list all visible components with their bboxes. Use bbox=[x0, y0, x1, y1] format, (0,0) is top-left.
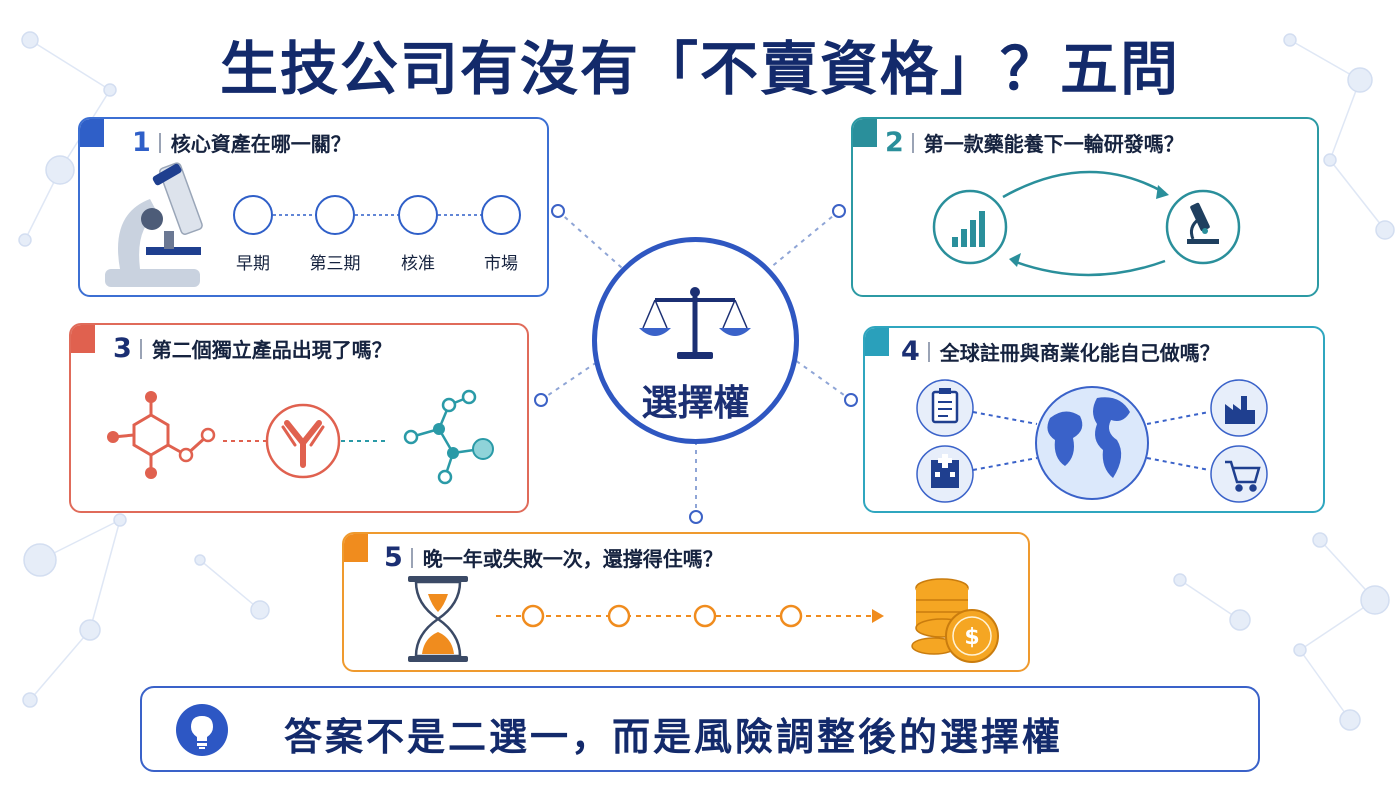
stage-timeline bbox=[233, 195, 521, 235]
question-text: 核心資產在哪一關？ bbox=[170, 132, 351, 156]
stage-label-early: 早期 bbox=[236, 254, 270, 274]
heading-divider bbox=[410, 548, 413, 568]
question-heading: 3 第二個獨立產品出現了嗎？ bbox=[113, 333, 392, 364]
svg-text:$: $ bbox=[964, 625, 979, 650]
product-pipeline bbox=[107, 389, 494, 485]
card-corner-accent bbox=[80, 119, 104, 147]
page-title: 生技公司有沒有「不賣資格」？五問 bbox=[219, 35, 1180, 103]
question-number: 3 bbox=[113, 333, 132, 364]
factory-icon bbox=[1225, 396, 1255, 424]
question-heading: 5 晚一年或失敗一次，還撐得住嗎？ bbox=[384, 542, 723, 573]
card-corner-accent bbox=[853, 119, 877, 147]
heading-divider bbox=[911, 133, 914, 153]
bar-chart-icon bbox=[932, 189, 1008, 265]
global-commercialization bbox=[916, 379, 1268, 503]
heading-divider bbox=[927, 342, 930, 362]
question-text: 第一款藥能養下一輪研發嗎？ bbox=[923, 132, 1184, 156]
question-number: 1 bbox=[132, 127, 151, 158]
question-card-4: 4 全球註冊與商業化能自己做嗎？ bbox=[863, 326, 1325, 513]
microscope-icon bbox=[105, 162, 203, 287]
microscope-icon bbox=[1165, 189, 1241, 265]
shopping-cart-icon bbox=[1225, 460, 1261, 492]
question-card-2: 2 第一款藥能養下一輪研發嗎？ bbox=[851, 117, 1319, 297]
reinvestment-cycle bbox=[932, 170, 1241, 277]
question-number: 4 bbox=[901, 336, 920, 367]
coin-stack-icon: $ bbox=[911, 578, 999, 663]
antibody-icon bbox=[265, 403, 341, 479]
question-number: 5 bbox=[384, 542, 403, 573]
conclusion-text: 答案不是二選一，而是風險調整後的選擇權 bbox=[284, 715, 1064, 759]
question-card-5: 5 晚一年或失敗一次，還撐得住嗎？ $ bbox=[342, 532, 1030, 672]
heading-divider bbox=[158, 133, 161, 153]
question-card-1: 1 核心資產在哪一關？ 早期 第三期 核准 市場 bbox=[78, 117, 549, 297]
card-corner-accent bbox=[71, 325, 95, 353]
balance-scale-icon bbox=[639, 287, 751, 359]
center-label: 選擇權 bbox=[641, 383, 750, 424]
conclusion-banner: 答案不是二選一，而是風險調整後的選擇權 bbox=[140, 686, 1260, 772]
molecule-icon bbox=[112, 397, 208, 473]
stage-label-phase3: 第三期 bbox=[309, 254, 361, 274]
question-text: 全球註冊與商業化能自己做嗎？ bbox=[939, 341, 1220, 365]
question-heading: 4 全球註冊與商業化能自己做嗎？ bbox=[901, 336, 1220, 367]
hourglass-icon bbox=[408, 576, 468, 662]
center-hub: 選擇權 bbox=[592, 237, 799, 444]
question-text: 第二個獨立產品出現了嗎？ bbox=[151, 338, 392, 362]
question-heading: 1 核心資產在哪一關？ bbox=[132, 127, 351, 158]
hospital-icon bbox=[931, 454, 959, 488]
card-corner-accent bbox=[344, 534, 368, 562]
question-text: 晚一年或失敗一次，還撐得住嗎？ bbox=[422, 547, 723, 571]
delay-timeline: $ bbox=[408, 576, 999, 663]
question-number: 2 bbox=[885, 127, 904, 158]
question-card-3: 3 第二個獨立產品出現了嗎？ bbox=[69, 323, 529, 513]
card-corner-accent bbox=[865, 328, 889, 356]
stage-label-approval: 核准 bbox=[401, 254, 435, 274]
question-heading: 2 第一款藥能養下一輪研發嗎？ bbox=[885, 127, 1184, 158]
lightbulb-icon bbox=[176, 704, 228, 756]
heading-divider bbox=[139, 339, 142, 359]
clipboard-icon bbox=[931, 388, 959, 424]
stage-label-market: 市場 bbox=[484, 254, 518, 274]
globe-icon bbox=[1035, 386, 1149, 500]
